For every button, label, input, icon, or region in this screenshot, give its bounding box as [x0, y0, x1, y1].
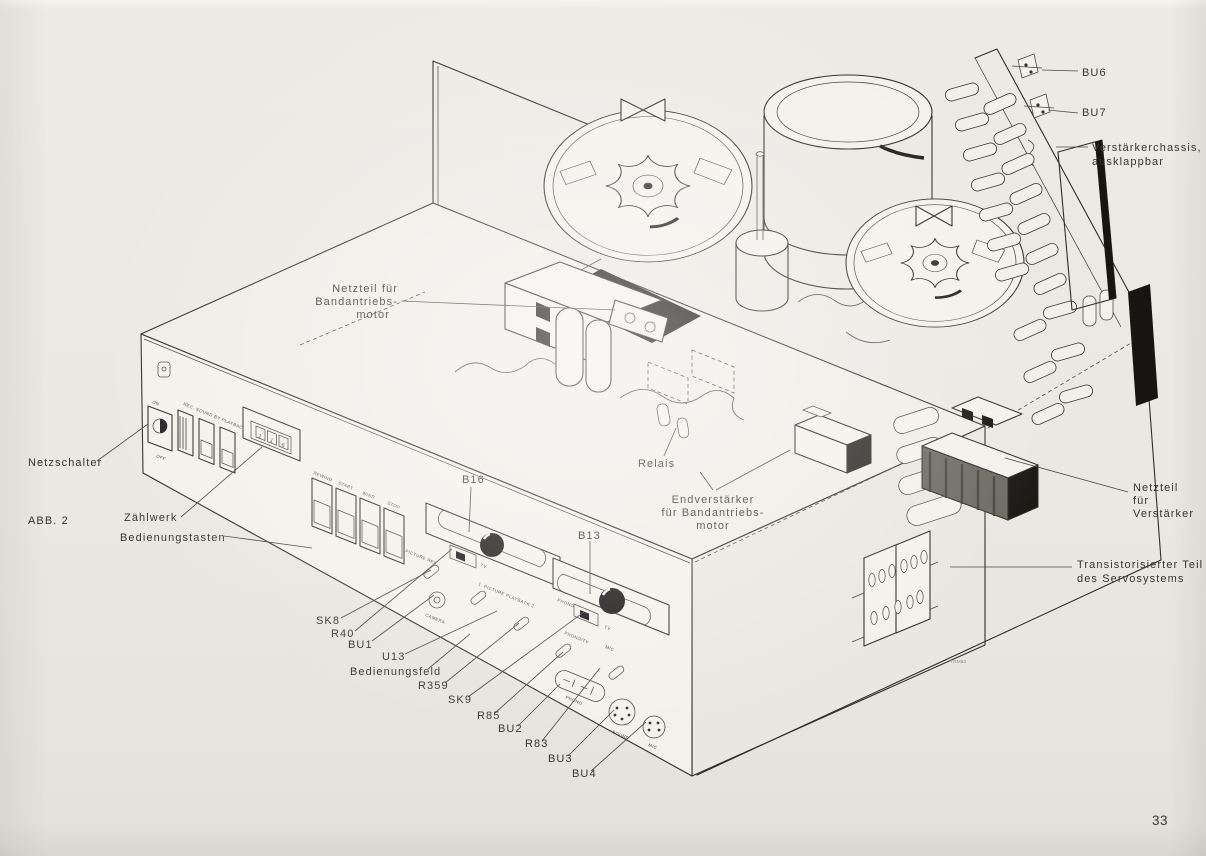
- servo-label-1: Transistorisierter Teil: [1077, 559, 1203, 571]
- sk9-label: SK9: [448, 694, 472, 706]
- counter-digit-1: 1: [257, 433, 262, 440]
- mic-small-label: MIC: [605, 644, 615, 652]
- netzteil-verst-label-3: Verstärker: [1133, 508, 1194, 520]
- leader-lines: [96, 69, 1129, 772]
- wind-button-label: WIND: [362, 490, 376, 500]
- b16-label: B16: [462, 474, 485, 486]
- zaehlwerk-label: Zählwerk: [124, 512, 177, 524]
- power-off-label: OFF: [156, 453, 167, 461]
- bu7-connector: [1023, 93, 1055, 119]
- sk8-label: SK8: [316, 615, 340, 627]
- r83-label: R83: [525, 738, 548, 750]
- r359-label: R359: [418, 680, 449, 692]
- relay-assembly: [647, 349, 735, 439]
- reel-left-flag: [620, 98, 666, 122]
- netzteil-band-label-1: Netzteil für: [332, 283, 398, 295]
- servo-system-boards: [851, 530, 939, 647]
- u13-label: U13: [382, 651, 405, 663]
- netzteil-band-label-2: Bandantriebs-: [315, 296, 398, 308]
- phono-pos-label: PHONO: [557, 597, 576, 609]
- counter-digit-3: 6: [280, 442, 285, 449]
- capstan-motor: [735, 151, 789, 312]
- bu2-label: BU2: [498, 723, 523, 735]
- mic-jack-label: MIC: [648, 742, 658, 750]
- amplifier-chassis-parts: [945, 82, 1158, 425]
- verstaerkerchassis-label-2: ausklappbar: [1092, 156, 1164, 168]
- bu7-label: BU7: [1082, 107, 1107, 119]
- slider-b13: PHONO TV PHONO/TV: [552, 557, 670, 645]
- bedienungsfeld-label: Bedienungsfeld: [350, 666, 441, 678]
- mic-din-socket: MIC: [642, 715, 666, 750]
- b16-switch-pos-label: TV: [480, 562, 488, 569]
- netzteil-verst-label-1: Netzteil: [1133, 482, 1178, 494]
- counter-digit-2: 1: [269, 438, 274, 445]
- tv-pos-label: TV: [604, 624, 612, 631]
- tape-reel-left: [543, 109, 753, 263]
- power-supply-amplifier: [893, 396, 1039, 526]
- page-number: 33: [1152, 813, 1168, 828]
- power-on-label: ON: [152, 399, 161, 406]
- sound-jack-label: SOUND: [612, 729, 630, 740]
- endverstaerker-label-2: für Bandantriebs-: [661, 507, 764, 519]
- bu4-label: BU4: [572, 768, 597, 780]
- output-amplifier-box: [794, 405, 872, 474]
- netzteil-verst-label-2: für: [1133, 495, 1149, 507]
- callout-labels: Netzschalter ABB. 2 Zählwerk Bedienungst…: [28, 67, 1203, 828]
- bu1-label: BU1: [348, 639, 373, 651]
- r40-label: R40: [331, 628, 354, 640]
- bu6-label: BU6: [1082, 67, 1107, 79]
- power-supply-tape-motor: [504, 261, 669, 393]
- bu3-label: BU3: [548, 753, 573, 765]
- reel-right-flag: [915, 205, 953, 227]
- sound-din-socket: SOUND: [608, 698, 636, 741]
- front-panel: ON OFF REC. SOUND BY PLAYBACK 1 1 6: [147, 361, 670, 750]
- netzschalter-label: Netzschalter: [28, 457, 102, 469]
- relais-label: Relais: [638, 458, 675, 470]
- b13-label: B13: [578, 530, 601, 542]
- servo-label-2: des Servosystems: [1077, 573, 1184, 585]
- power-switch: ON OFF: [147, 399, 173, 462]
- r85-label: R85: [477, 710, 500, 722]
- netzteil-band-label-3: motor: [356, 309, 390, 321]
- bu6-connector: [1011, 53, 1043, 79]
- endverstaerker-label-3: motor: [696, 520, 730, 532]
- verstaerkerchassis-label-1: Verstärkerchassis,: [1092, 142, 1202, 154]
- endverstaerker-label-1: Endverstärker: [672, 494, 755, 506]
- bedienungstasten-label: Bedienungstasten: [120, 532, 226, 544]
- tape-counter: 1 1 6: [242, 406, 301, 462]
- drawing-ref: TGM92: [950, 659, 967, 664]
- panel-jack-pins: [423, 564, 625, 680]
- stop-button-label: STOP: [387, 500, 401, 510]
- figure-caption: ABB. 2: [28, 515, 69, 527]
- tape-reel-right: [845, 198, 1025, 328]
- start-button-label: START: [338, 480, 355, 491]
